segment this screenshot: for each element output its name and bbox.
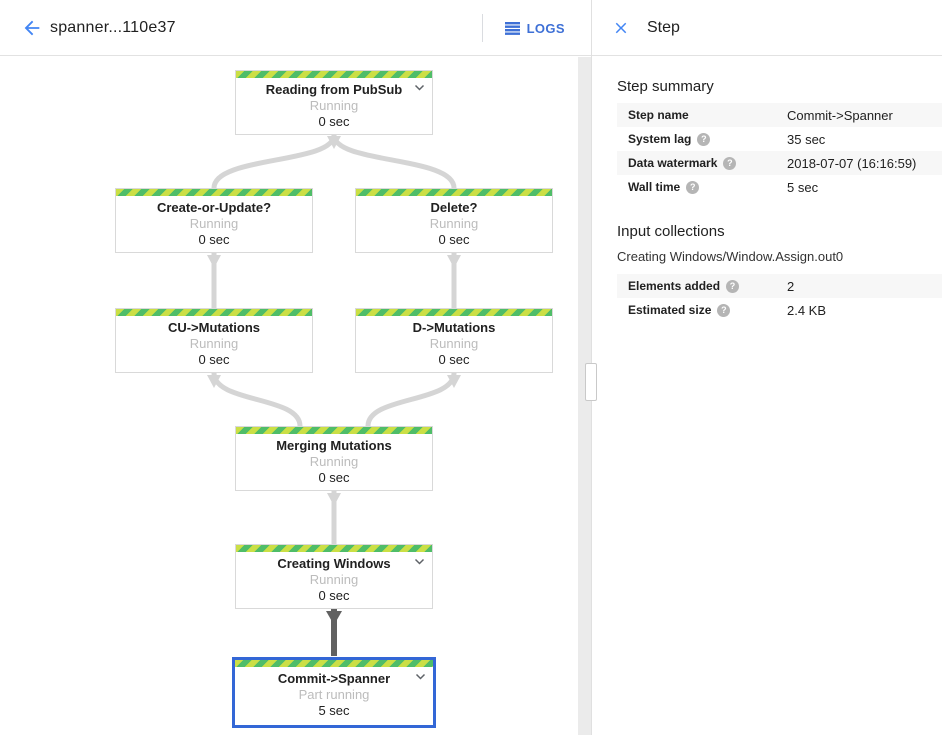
header-divider [481, 14, 483, 42]
step-details-panel: Step summary Step name Commit->Spanner S… [592, 56, 942, 735]
node-status: Running [309, 98, 359, 113]
row-label: Step name [628, 108, 689, 122]
graph-node-creating-windows[interactable]: Creating Windows Running 0 sec [235, 544, 433, 609]
top-header-bar: spanner...110e37 LOGS Step [0, 0, 942, 56]
node-status: Running [189, 216, 239, 231]
node-title: CU->Mutations [167, 320, 261, 335]
node-time: 0 sec [198, 232, 230, 247]
node-status: Running [189, 336, 239, 351]
logs-area: LOGS [481, 0, 591, 56]
arrow-back-icon [24, 20, 40, 36]
node-time: 0 sec [198, 352, 230, 367]
help-icon[interactable] [697, 132, 711, 146]
running-stripes [236, 71, 432, 78]
help-icon[interactable] [717, 303, 731, 317]
table-row: System lag 35 sec [617, 127, 942, 151]
node-time: 5 sec [318, 703, 350, 718]
table-row: Estimated size 2.4 KB [617, 298, 942, 322]
graph-node-merging-mutations[interactable]: Merging Mutations Running 0 sec [235, 426, 433, 491]
table-row: Wall time 5 sec [617, 175, 942, 199]
panel-title: Step [647, 19, 680, 36]
node-status: Part running [298, 687, 370, 702]
table-row: Step name Commit->Spanner [617, 103, 942, 127]
running-stripes [236, 427, 432, 434]
node-title: Commit->Spanner [277, 671, 391, 686]
row-label: System lag [628, 132, 787, 146]
node-time: 0 sec [318, 588, 350, 603]
running-stripes [116, 189, 312, 196]
step-panel-header: Step [592, 0, 942, 56]
row-value: 2018-07-07 (16:16:59) [787, 155, 917, 171]
help-icon[interactable] [686, 180, 700, 194]
row-label: Wall time [628, 180, 787, 194]
row-value: Commit->Spanner [787, 107, 893, 123]
pipeline-graph-canvas[interactable]: Reading from PubSub Running 0 sec Create… [0, 56, 578, 735]
job-header: spanner...110e37 LOGS [0, 0, 591, 56]
step-summary-heading: Step summary [617, 78, 714, 95]
back-button[interactable] [20, 16, 44, 40]
graph-node-delete[interactable]: Delete? Running 0 sec [355, 188, 553, 253]
graph-node-cu-mutations[interactable]: CU->Mutations Running 0 sec [115, 308, 313, 373]
running-stripes [235, 660, 433, 667]
node-status: Running [429, 216, 479, 231]
node-title: Create-or-Update? [156, 200, 272, 215]
graph-edges [207, 132, 461, 656]
help-icon[interactable] [726, 279, 740, 293]
node-time: 0 sec [318, 470, 350, 485]
node-title: D->Mutations [412, 320, 496, 335]
chevron-down-icon[interactable] [414, 558, 425, 565]
input-collections-heading: Input collections [617, 223, 725, 240]
row-value: 5 sec [787, 179, 819, 195]
input-collections-table: Elements added 2 Estimated size 2.4 KB [617, 274, 942, 322]
row-label: Estimated size [628, 303, 787, 317]
node-time: 0 sec [438, 352, 470, 367]
running-stripes [356, 309, 552, 316]
running-stripes [116, 309, 312, 316]
node-status: Running [309, 454, 359, 469]
help-icon[interactable] [723, 156, 737, 170]
row-label: Data watermark [628, 156, 787, 170]
graph-node-commit-spanner[interactable]: Commit->Spanner Part running 5 sec [232, 657, 436, 728]
close-panel-button[interactable] [609, 16, 633, 40]
input-collection-name: Creating Windows/Window.Assign.out0 [617, 249, 844, 264]
node-status: Running [429, 336, 479, 351]
node-title: Reading from PubSub [265, 82, 403, 97]
running-stripes [356, 189, 552, 196]
panel-resize-handle[interactable] [585, 363, 597, 401]
table-row: Elements added 2 [617, 274, 942, 298]
job-title: spanner...110e37 [50, 19, 176, 36]
graph-node-d-mutations[interactable]: D->Mutations Running 0 sec [355, 308, 553, 373]
node-time: 0 sec [438, 232, 470, 247]
chevron-down-icon[interactable] [415, 673, 426, 680]
chevron-down-icon[interactable] [414, 84, 425, 91]
node-title: Creating Windows [277, 556, 391, 571]
logs-button-label: LOGS [526, 20, 565, 36]
row-value: 2 [787, 278, 795, 294]
node-title: Delete? [430, 200, 478, 215]
list-icon [504, 21, 520, 35]
logs-button[interactable]: LOGS [483, 21, 591, 36]
node-status: Running [309, 572, 359, 587]
table-row: Data watermark 2018-07-07 (16:16:59) [617, 151, 942, 175]
step-summary-table: Step name Commit->Spanner System lag 35 … [617, 103, 942, 199]
graph-scrollbar[interactable] [578, 57, 591, 735]
close-icon [615, 22, 627, 34]
row-label: Elements added [628, 279, 787, 293]
running-stripes [236, 545, 432, 552]
graph-node-create-or-update[interactable]: Create-or-Update? Running 0 sec [115, 188, 313, 253]
row-value: 35 sec [787, 131, 826, 147]
graph-node-reading-from-pubsub[interactable]: Reading from PubSub Running 0 sec [235, 70, 433, 135]
node-time: 0 sec [318, 114, 350, 129]
row-value: 2.4 KB [787, 302, 827, 318]
node-title: Merging Mutations [276, 438, 392, 453]
